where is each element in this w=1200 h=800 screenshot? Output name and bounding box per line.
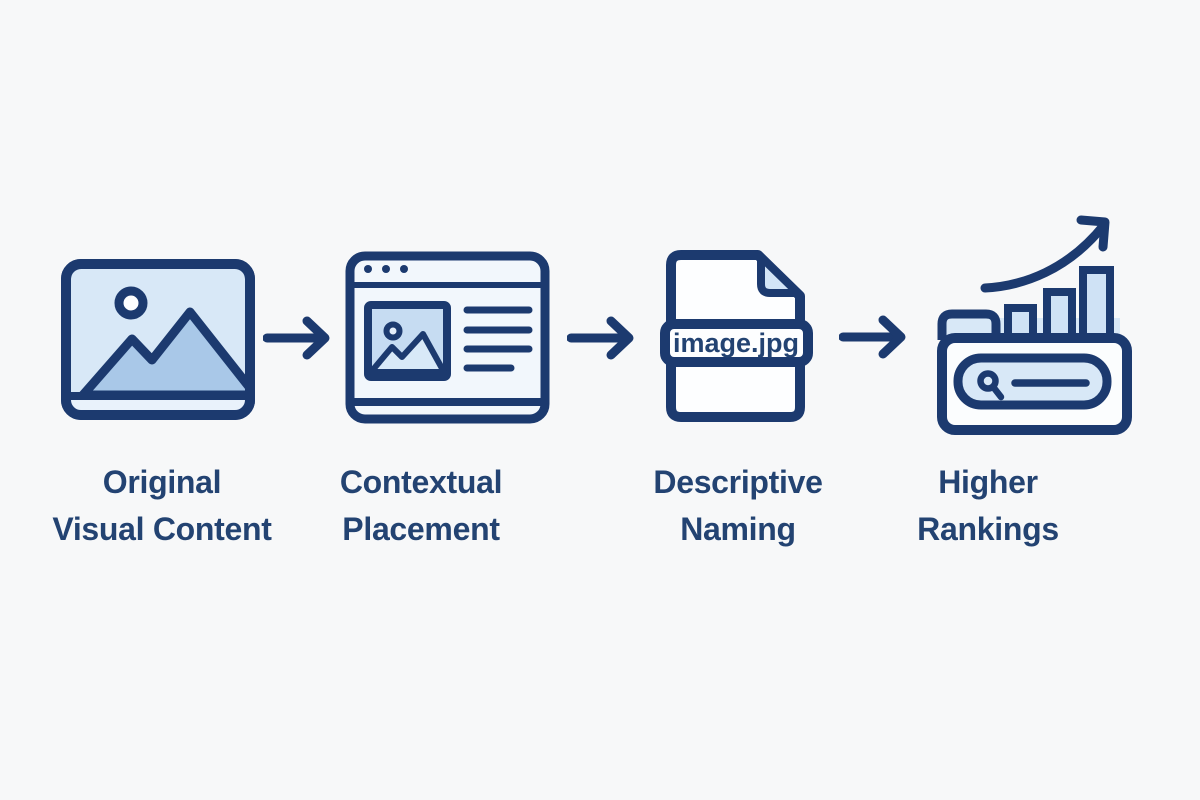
image-icon (61, 259, 255, 420)
step-label-line1: Original (102, 464, 222, 500)
filename-text: image.jpg (673, 328, 799, 358)
text-lines (463, 306, 533, 372)
browser-window-icon (345, 251, 550, 424)
step-label-line2: Visual Content (52, 511, 272, 547)
step-label-line1: Descriptive (653, 464, 823, 500)
thumbnail-image-icon (364, 301, 451, 381)
step-label: Original Visual Content (52, 459, 272, 553)
file-document-icon: image.jpg (660, 250, 813, 422)
filename-band (660, 319, 813, 367)
browser-dot (364, 265, 372, 273)
step-label-line2: Placement (342, 511, 500, 547)
browser-dot (382, 265, 390, 273)
step-label-line1: Contextual (339, 464, 503, 500)
step-label-line1: Higher (938, 464, 1038, 500)
step-label: Contextual Placement (339, 459, 503, 553)
growth-arrow-icon (980, 215, 1110, 293)
step-label: Descriptive Naming (653, 459, 823, 553)
folder-tab (937, 309, 1001, 340)
magnifier-icon (977, 370, 999, 392)
search-bar-icon (953, 353, 1112, 410)
folded-corner (757, 253, 802, 297)
browser-dot (400, 265, 408, 273)
step-label-line2: Rankings (917, 511, 1059, 547)
flow-arrow-icon (567, 316, 634, 360)
flow-arrow-icon (839, 315, 906, 359)
step-label: Higher Rankings (917, 459, 1059, 553)
step-label-line2: Naming (680, 511, 796, 547)
search-rankings-chart-icon (937, 215, 1132, 435)
flow-arrow-icon (263, 316, 330, 360)
